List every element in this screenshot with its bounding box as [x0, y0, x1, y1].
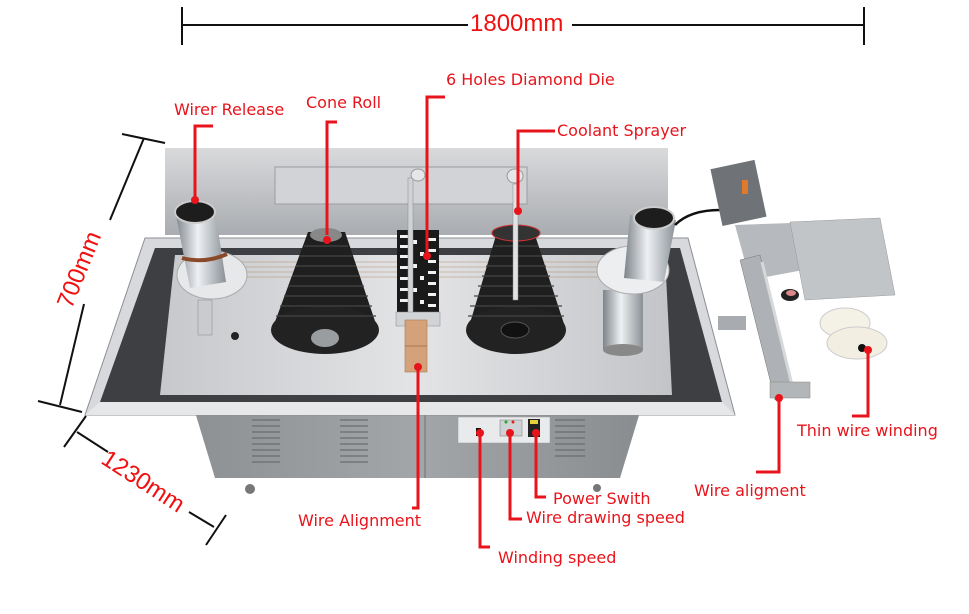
callout-diamond-die: 6 Holes Diamond Die — [446, 70, 615, 89]
wirer-release-pipe — [174, 200, 248, 340]
callout-dots — [191, 196, 872, 437]
winding-unit — [710, 159, 896, 401]
callout-power-switch: Power Swith — [553, 489, 651, 508]
callout-cone-roll: Cone Roll — [306, 93, 382, 112]
dimension-depth-line — [37, 133, 166, 413]
cone-roll-left — [271, 228, 379, 354]
dimension-width-line — [181, 7, 865, 45]
callout-wire-alignment: Wire Alignment — [298, 511, 422, 530]
dimension-width-label: 1800mm — [470, 10, 564, 37]
callout-wire-drawing-speed: Wire drawing speed — [526, 508, 685, 527]
callout-wire-aligment-right: Wire aligment — [694, 481, 806, 500]
dimension-height-line — [63, 415, 227, 546]
callout-wirer-release: Wirer Release — [174, 100, 285, 119]
right-pipe — [596, 206, 721, 356]
callout-thin-wire-winding: Thin wire winding — [797, 421, 938, 440]
callout-lines — [193, 95, 870, 549]
callout-winding-speed: Winding speed — [498, 548, 617, 567]
callout-coolant-sprayer: Coolant Sprayer — [557, 121, 687, 140]
diamond-die-block — [395, 168, 441, 373]
